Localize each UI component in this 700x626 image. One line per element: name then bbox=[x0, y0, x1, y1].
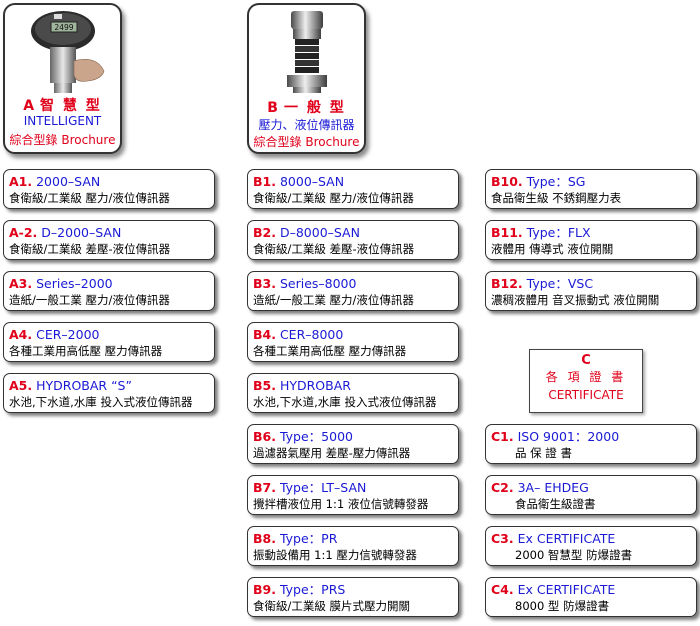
certificate-title: 各 項 證 書 bbox=[545, 370, 627, 384]
product-card-b6[interactable]: B6. Type：5000 過濾器氣壓用 差壓-壓力傳訊器 bbox=[247, 424, 459, 464]
product-card-b9[interactable]: B9. Type：PRS 食衛級/工業級 膜片式壓力開關 bbox=[247, 577, 459, 617]
certificate-card-c3[interactable]: C3. Ex CERTIFICATE 2000 智慧型 防爆證書 bbox=[485, 526, 697, 566]
product-card-b2[interactable]: B2. D–8000–SAN 食衛級/工業級 差壓-液位傳訊器 bbox=[247, 220, 459, 260]
certificate-card-c2[interactable]: C2. 3A– EHDEG 食品衛生級證書 bbox=[485, 475, 697, 515]
product-card-b11[interactable]: B11. Type：FLX 液體用 傳導式 液位開關 bbox=[485, 220, 697, 260]
certificate-card-c4[interactable]: C4. Ex CERTIFICATE 8000 型 防爆證書 bbox=[485, 577, 697, 617]
product-card-b10[interactable]: B10. Type：SG 食品衛生級 不銹鋼壓力表 bbox=[485, 169, 697, 209]
product-card-b4[interactable]: B4. CER–8000 各種工業用高低壓 壓力傳訊器 bbox=[247, 322, 459, 362]
certificate-card-c1[interactable]: C1. ISO 9001：2000 品 保 證 書 bbox=[485, 424, 697, 464]
category-b-title: 一 般 型 bbox=[283, 100, 346, 116]
product-card-b7[interactable]: B7. Type：LT–SAN 攪拌槽液位用 1:1 液位信號轉發器 bbox=[247, 475, 459, 515]
product-card-b3[interactable]: B3. Series–8000 造紙/一般工業 壓力/液位傳訊器 bbox=[247, 271, 459, 311]
category-b-letter: B bbox=[267, 100, 280, 116]
category-b-subtitle: 壓力、液位傳訊器 bbox=[258, 118, 355, 132]
product-card-a1[interactable]: A1. 2000–SAN 食衛級/工業級 壓力/液位傳訊器 bbox=[3, 169, 215, 209]
category-a-subtitle: INTELLIGENT bbox=[23, 114, 102, 128]
product-card-b12[interactable]: B12. Type：VSC 濃稠液體用 音叉振動式 液位開關 bbox=[485, 271, 697, 311]
product-card-a2[interactable]: A-2. D–2000–SAN 食衛級/工業級 差壓-液位傳訊器 bbox=[3, 220, 215, 260]
certificate-subtitle: CERTIFICATE bbox=[548, 388, 624, 402]
product-card-b1[interactable]: B1. 8000–SAN 食衛級/工業級 壓力/液位傳訊器 bbox=[247, 169, 459, 209]
product-card-b5[interactable]: B5. HYDROBAR 水池,下水道,水庫 投入式液位傳訊器 bbox=[247, 373, 459, 413]
product-card-a4[interactable]: A4. CER–2000 各種工業用高低壓 壓力傳訊器 bbox=[3, 322, 215, 362]
certificate-letter: C bbox=[581, 353, 591, 368]
category-a-title: 智 慧 型 bbox=[40, 98, 102, 114]
general-transmitter-image bbox=[286, 11, 327, 93]
category-b-brochure-link[interactable]: 綜合型錄 Brochure bbox=[253, 135, 360, 149]
certificate-header: C 各 項 證 書 CERTIFICATE bbox=[529, 349, 643, 413]
category-a-brochure-link[interactable]: 綜合型錄 Brochure bbox=[9, 133, 116, 147]
product-card-a5[interactable]: A5. HYDROBAR “S” 水池,下水道,水庫 投入式液位傳訊器 bbox=[3, 373, 215, 413]
category-a-letter: A bbox=[23, 98, 37, 114]
product-card-b8[interactable]: B8. Type：PR 振動設備用 1:1 壓力信號轉發器 bbox=[247, 526, 459, 566]
product-card-a3[interactable]: A3. Series–2000 造紙/一般工業 壓力/液位傳訊器 bbox=[3, 271, 215, 311]
display-reading: 2499 bbox=[54, 23, 73, 32]
intelligent-transmitter-image: 2499 bbox=[30, 11, 104, 93]
